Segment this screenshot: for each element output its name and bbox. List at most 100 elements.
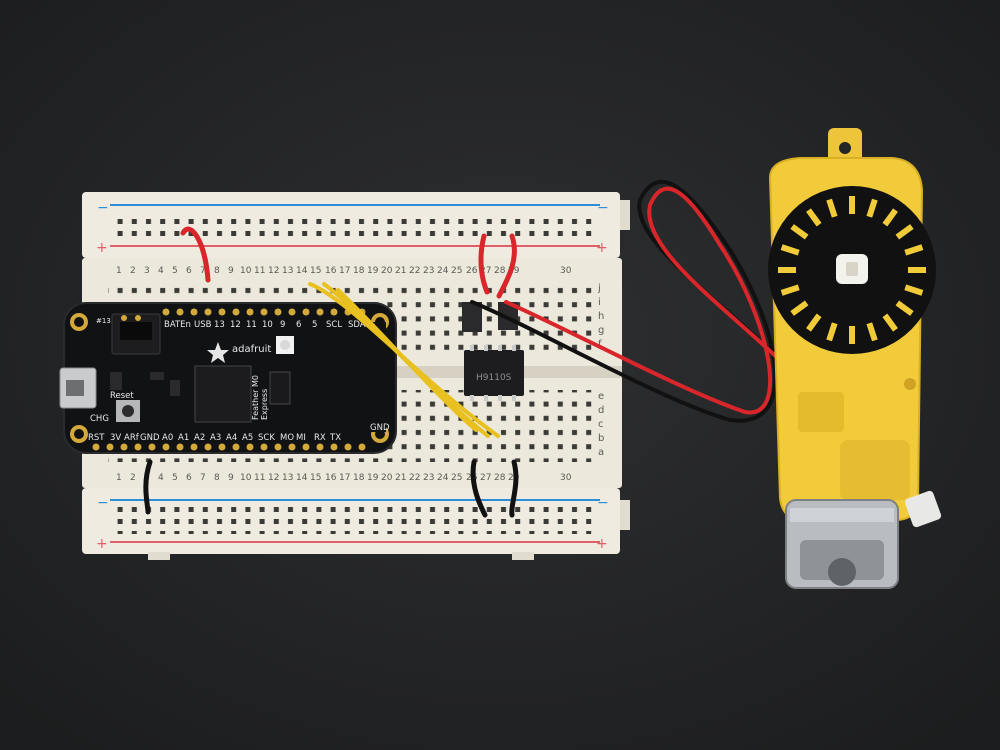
svg-text:TX: TX [329,433,341,443]
svg-text:+: + [596,240,608,256]
svg-text:27: 27 [480,473,491,483]
svg-text:4: 4 [158,266,164,276]
svg-text:SDA: SDA [348,320,366,330]
svg-text:1: 1 [116,266,122,276]
svg-text:21: 21 [395,266,406,276]
svg-text:GND: GND [370,423,390,433]
svg-text:8: 8 [214,473,220,483]
svg-text:A0: A0 [162,433,173,443]
svg-text:h: h [598,311,604,322]
jumper-wires [143,226,519,518]
feather-board: BATEn USB 13 12 11 10 9 6 5 SCL SDA adaf… [59,302,397,454]
svg-text:A2: A2 [194,433,205,443]
svg-text:16: 16 [325,266,337,276]
svg-text:2: 2 [130,266,136,276]
svg-text:10: 10 [262,320,273,330]
svg-text:10: 10 [240,266,252,276]
board-name-line1: Feather M0 [251,375,260,420]
svg-text:17: 17 [339,473,350,483]
svg-text:22: 22 [409,266,420,276]
svg-text:21: 21 [395,473,406,483]
svg-text:25: 25 [451,266,462,276]
board-name-line2: Express [260,389,269,420]
svg-text:−: − [597,495,609,511]
rail-plus-label: + [96,240,108,256]
svg-text:4: 4 [158,473,164,483]
svg-text:5: 5 [312,320,317,330]
pin-label-baten: BATEn [164,320,191,330]
svg-text:26: 26 [466,266,478,276]
svg-text:A4: A4 [226,433,237,443]
svg-text:A5: A5 [242,433,253,443]
svg-text:a: a [598,447,604,458]
svg-text:11: 11 [254,266,265,276]
svg-text:23: 23 [423,266,434,276]
svg-text:20: 20 [381,473,393,483]
svg-text:10: 10 [240,473,252,483]
svg-text:d: d [598,405,604,416]
microcontroller-chip [194,365,252,423]
svg-text:RST: RST [88,433,105,443]
svg-text:7: 7 [200,473,206,483]
svg-text:e: e [598,391,604,402]
brand-label: adafruit [232,344,271,355]
svg-text:28: 28 [494,473,506,483]
svg-text:g: g [598,325,604,336]
svg-text:9: 9 [228,473,234,483]
svg-text:SCL: SCL [326,320,342,330]
svg-text:13: 13 [282,266,293,276]
svg-text:8: 8 [214,266,220,276]
svg-text:27: 27 [480,266,491,276]
svg-text:23: 23 [423,473,434,483]
svg-text:13: 13 [214,320,225,330]
svg-text:GND: GND [140,433,160,443]
encoder-slots [778,196,926,344]
svg-text:3: 3 [144,266,150,276]
svg-text:b: b [598,433,604,444]
led-label: #13 [96,317,111,325]
svg-text:12: 12 [268,266,279,276]
svg-text:20: 20 [381,266,393,276]
row-letters: j i h g f e d c b a [597,283,604,458]
svg-text:28: 28 [494,266,506,276]
svg-text:SCK: SCK [258,433,275,443]
svg-text:24: 24 [437,473,449,483]
svg-text:+: + [596,536,608,552]
svg-text:RX: RX [314,433,326,443]
svg-text:i: i [598,297,601,308]
svg-text:19: 19 [367,473,379,483]
svg-text:j: j [597,283,601,294]
svg-text:24: 24 [437,266,449,276]
svg-text:17: 17 [339,266,350,276]
svg-text:MI: MI [296,433,306,443]
svg-text:19: 19 [367,266,379,276]
svg-text:+: + [96,536,108,552]
svg-text:A1: A1 [178,433,189,443]
svg-text:3V: 3V [110,433,121,443]
svg-text:f: f [598,339,602,350]
svg-text:30: 30 [560,473,572,483]
svg-text:30: 30 [560,266,572,276]
svg-text:−: − [97,495,109,511]
svg-text:5: 5 [172,266,178,276]
svg-text:9: 9 [280,320,285,330]
svg-text:6: 6 [186,473,192,483]
svg-text:6: 6 [186,266,192,276]
svg-text:−: − [597,200,609,216]
svg-text:11: 11 [246,320,257,330]
svg-text:5: 5 [172,473,178,483]
svg-text:18: 18 [353,266,365,276]
svg-text:12: 12 [268,473,279,483]
svg-text:11: 11 [254,473,265,483]
reset-label: Reset [110,391,134,401]
motor-driver-chip: H9110S [464,345,524,401]
bottom-header-pins [92,443,366,451]
svg-text:9: 9 [228,266,234,276]
svg-text:16: 16 [325,473,337,483]
svg-text:29: 29 [508,266,520,276]
svg-text:15: 15 [310,266,321,276]
svg-text:1: 1 [116,473,122,483]
pin-label-usb: USB [194,320,212,330]
chip-marking: H9110S [476,373,512,383]
